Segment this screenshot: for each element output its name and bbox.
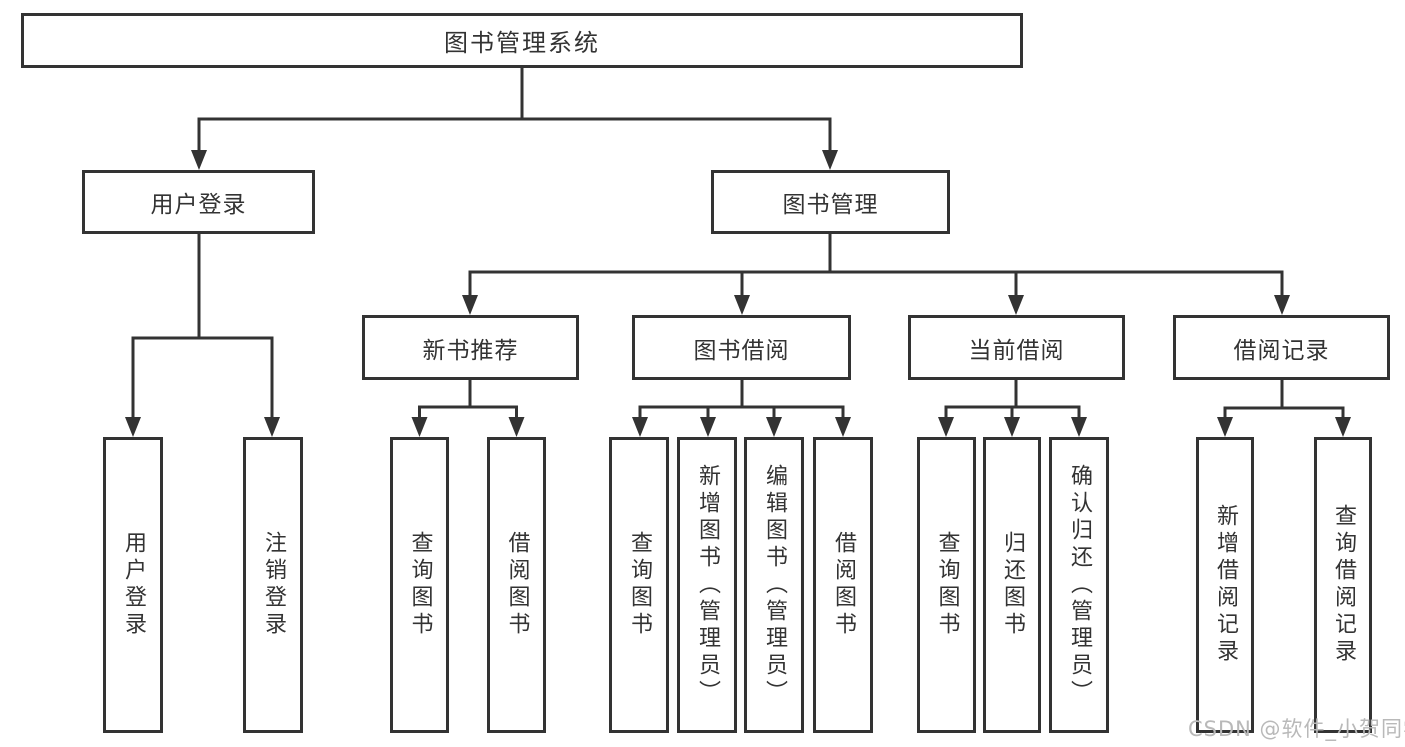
node-book-management-label: 图书管理 [782,192,879,218]
leaf-add-book-admin: 新增图书（管理员） [677,437,737,733]
arrowhead [822,150,838,170]
leaf-query-books-current: 查询图书 [917,437,976,733]
csdn-watermark: CSDN @软件_小贺同学 [1188,717,1405,741]
node-book-borrow-label: 图书借阅 [693,337,790,364]
node-current-borrow-label: 当前借阅 [968,337,1065,364]
connector-book-borrow-children [632,380,851,437]
arrowhead [1274,295,1290,315]
leaf-borrow-books-recommend: 借阅图书 [487,437,546,733]
arrowhead [1004,417,1020,437]
node-borrow-records-label: 借阅记录 [1233,337,1330,364]
leaf-query-books-borrow-label: 查询图书 [627,531,652,639]
connector-book-management-children [462,234,1290,315]
arrowhead [700,417,716,437]
leaf-return-book: 归还图书 [983,437,1041,733]
leaf-return-book-label: 归还图书 [1000,531,1025,639]
arrowhead [938,417,954,437]
connector-root-to-level2 [191,66,838,170]
leaf-borrow-books-recommend-label: 借阅图书 [504,531,530,639]
node-user-login: 用户登录 [82,170,315,234]
leaf-edit-book-admin: 编辑图书（管理员） [744,437,804,733]
leaf-confirm-return-admin-label: 确认归还（管理员） [1067,463,1092,707]
node-book-borrow: 图书借阅 [632,315,851,380]
arrowhead [508,417,525,437]
node-library-system: 图书管理系统 [21,13,1023,68]
arrowhead [1008,295,1024,315]
leaf-confirm-return-admin: 确认归还（管理员） [1049,437,1109,733]
arrowhead [191,150,207,170]
connector-user-login-children [125,233,280,437]
arrowhead [462,295,478,315]
node-new-book-recommend: 新书推荐 [362,315,579,380]
node-user-login-label: 用户登录 [150,192,247,218]
leaf-query-borrow-record-label: 查询借阅记录 [1331,504,1356,666]
arrowhead [835,417,851,437]
leaf-user-login: 用户登录 [103,437,163,733]
arrowhead [125,417,141,437]
leaf-add-borrow-record-label: 新增借阅记录 [1213,504,1238,666]
leaf-logout: 注销登录 [243,437,303,733]
leaf-query-books-recommend: 查询图书 [390,437,449,733]
leaf-user-login-label: 用户登录 [121,531,146,639]
node-new-book-recommend-label: 新书推荐 [422,337,519,364]
leaf-add-borrow-record: 新增借阅记录 [1196,437,1254,733]
leaf-logout-label: 注销登录 [261,531,286,639]
leaf-query-borrow-record: 查询借阅记录 [1314,437,1372,733]
arrowhead [632,417,648,437]
arrowhead [734,295,750,315]
connector-borrow-record-children [1217,380,1351,437]
arrowhead [1071,417,1087,437]
node-current-borrow: 当前借阅 [908,315,1125,380]
node-library-system-label: 图书管理系统 [444,29,600,57]
connector-current-borrow-children [938,380,1087,437]
leaf-edit-book-admin-label: 编辑图书（管理员） [762,463,787,707]
connector-new-book-children [411,380,525,437]
arrowhead [411,417,428,437]
leaf-add-book-admin-label: 新增图书（管理员） [695,463,720,707]
node-book-management: 图书管理 [711,170,950,234]
leaf-borrow-books-label: 借阅图书 [831,531,856,639]
leaf-query-books-borrow: 查询图书 [609,437,669,733]
leaf-query-books-current-label: 查询图书 [934,531,960,639]
arrowhead [1335,417,1351,437]
node-borrow-records: 借阅记录 [1173,315,1390,380]
arrowhead [264,417,280,437]
leaf-borrow-books: 借阅图书 [813,437,873,733]
leaf-query-books-recommend-label: 查询图书 [407,531,433,639]
arrowhead [1217,417,1233,437]
arrowhead [766,417,782,437]
